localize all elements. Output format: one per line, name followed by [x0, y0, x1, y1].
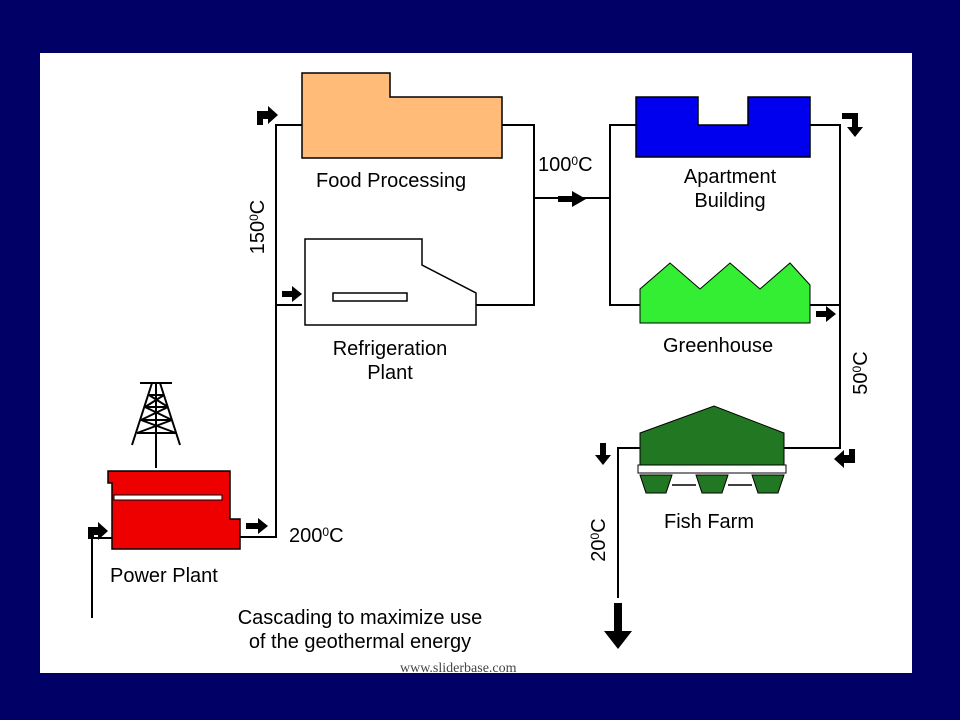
food-processing-building-icon	[301, 72, 503, 159]
watermark: www.sliderbase.com	[400, 661, 517, 673]
temp-50: 500C	[850, 351, 872, 395]
label-refrigeration-line1: Refrigeration	[332, 338, 448, 360]
arrow-apartment-out-icon	[842, 113, 863, 137]
arrow-exit-icon	[604, 603, 632, 649]
arrow-inlet-icon	[88, 522, 108, 540]
temp-100: 1000C	[538, 154, 593, 176]
arrow-fish-in-icon	[834, 449, 855, 468]
arrow-200-icon	[246, 518, 268, 534]
label-power-plant: Power Plant	[110, 565, 218, 587]
flow-arrows	[88, 106, 863, 649]
label-apartment-line1: Apartment	[683, 166, 777, 188]
caption-line2: of the geothermal energy	[248, 631, 472, 653]
temp-200: 2000C	[289, 525, 344, 547]
pipe-50	[782, 124, 841, 449]
arrow-100-icon	[558, 191, 586, 207]
label-refrigeration-plant: Refrigeration Plant	[310, 337, 470, 385]
temp-20: 200C	[588, 518, 610, 562]
apartment-building-icon	[635, 96, 811, 158]
arrow-fish-out-icon	[595, 443, 618, 465]
refrigeration-plant-icon	[304, 238, 477, 326]
arrow-greenhouse-out-icon	[816, 306, 836, 322]
temp-150: 1500C	[247, 199, 269, 255]
fish-farm-icon	[637, 405, 787, 494]
label-food-processing: Food Processing	[316, 170, 467, 192]
pipe-20	[617, 447, 640, 598]
label-apartment-line2: Building	[694, 190, 766, 212]
pipe-to-apartment-greenhouse	[609, 124, 640, 306]
pipe-200-to-food	[240, 124, 302, 538]
label-greenhouse: Greenhouse	[663, 335, 774, 357]
label-refrigeration-line2: Plant	[367, 362, 413, 384]
pipe-return-100	[476, 124, 535, 306]
arrow-refrigeration-icon	[282, 286, 302, 302]
caption-line1: Cascading to maximize use	[237, 607, 483, 629]
arrow-150-icon	[257, 106, 278, 125]
cascade-diagram	[88, 72, 863, 649]
power-plant-stripe	[113, 494, 223, 501]
power-plant-building-icon	[107, 470, 241, 550]
label-apartment-building: Apartment Building	[650, 165, 810, 213]
label-fish-farm: Fish Farm	[664, 511, 754, 533]
slide: Food Processing Refrigeration Plant Apar…	[40, 53, 912, 673]
drilling-derrick-icon	[131, 382, 181, 468]
pipe-inlet	[91, 537, 112, 618]
caption: Cascading to maximize use of the geother…	[210, 606, 510, 654]
greenhouse-icon	[639, 262, 811, 324]
